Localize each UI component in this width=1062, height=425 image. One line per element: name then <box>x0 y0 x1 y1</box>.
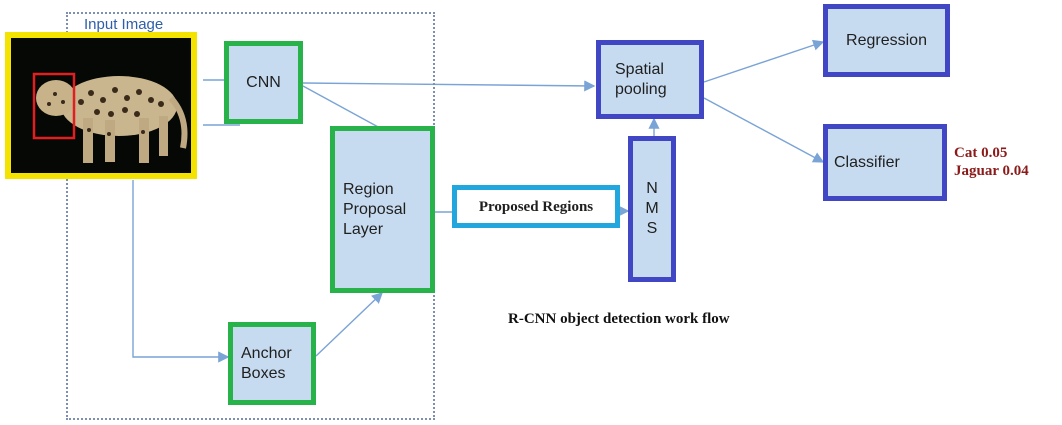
rpn-label-line-1: Region <box>343 180 394 198</box>
pooling-label-line-1: Spatial <box>615 60 664 78</box>
arrow-pooling-to-classifier <box>703 97 825 163</box>
score-jaguar: Jaguar 0.04 <box>954 163 1029 179</box>
arrow-image-to-anchor <box>132 180 230 363</box>
spatial-pooling-node: Spatial pooling <box>596 40 704 119</box>
jaguar-photo-icon <box>11 38 191 173</box>
classifier-node: Classifier <box>823 124 947 201</box>
classifier-label: Classifier <box>834 153 900 171</box>
nms-letter-1: N <box>646 180 658 197</box>
arrow-cnn-to-pooling <box>302 80 596 92</box>
nms-letter-2: M <box>645 200 659 217</box>
bounding-box-icon <box>32 72 76 140</box>
anchor-label-line-2: Boxes <box>241 364 286 382</box>
jaguar-photo <box>5 32 197 179</box>
rpn-label-line-2: Proposal <box>343 200 407 218</box>
cnn-node: CNN <box>224 41 303 124</box>
arrow-pooling-to-regression <box>703 39 825 83</box>
proposed-regions-label: Proposed Regions <box>478 198 594 215</box>
cnn-label: CNN <box>246 73 281 91</box>
anchor-label-line-1: Anchor <box>241 344 292 362</box>
proposed-regions-node: Proposed Regions <box>452 185 620 228</box>
class-scores: Cat 0.05 Jaguar 0.04 <box>954 144 1029 180</box>
arrow-anchor-to-rpn <box>315 292 384 357</box>
pooling-label-line-2: pooling <box>615 80 667 98</box>
rpn-label-line-3: Layer <box>343 220 384 238</box>
nms-node: N M S <box>628 136 676 282</box>
anchor-boxes-node: Anchor Boxes <box>228 322 316 405</box>
score-cat: Cat 0.05 <box>954 145 1008 161</box>
region-proposal-layer-node: Region Proposal Layer <box>330 126 435 293</box>
arrow-cnn-to-rpn <box>302 85 381 129</box>
nms-letter-3: S <box>646 220 658 237</box>
regression-node: Regression <box>823 4 950 77</box>
frame-label: Input Image <box>84 16 164 33</box>
regression-label: Regression <box>846 31 927 49</box>
diagram-caption: R-CNN object detection work flow <box>508 311 730 327</box>
